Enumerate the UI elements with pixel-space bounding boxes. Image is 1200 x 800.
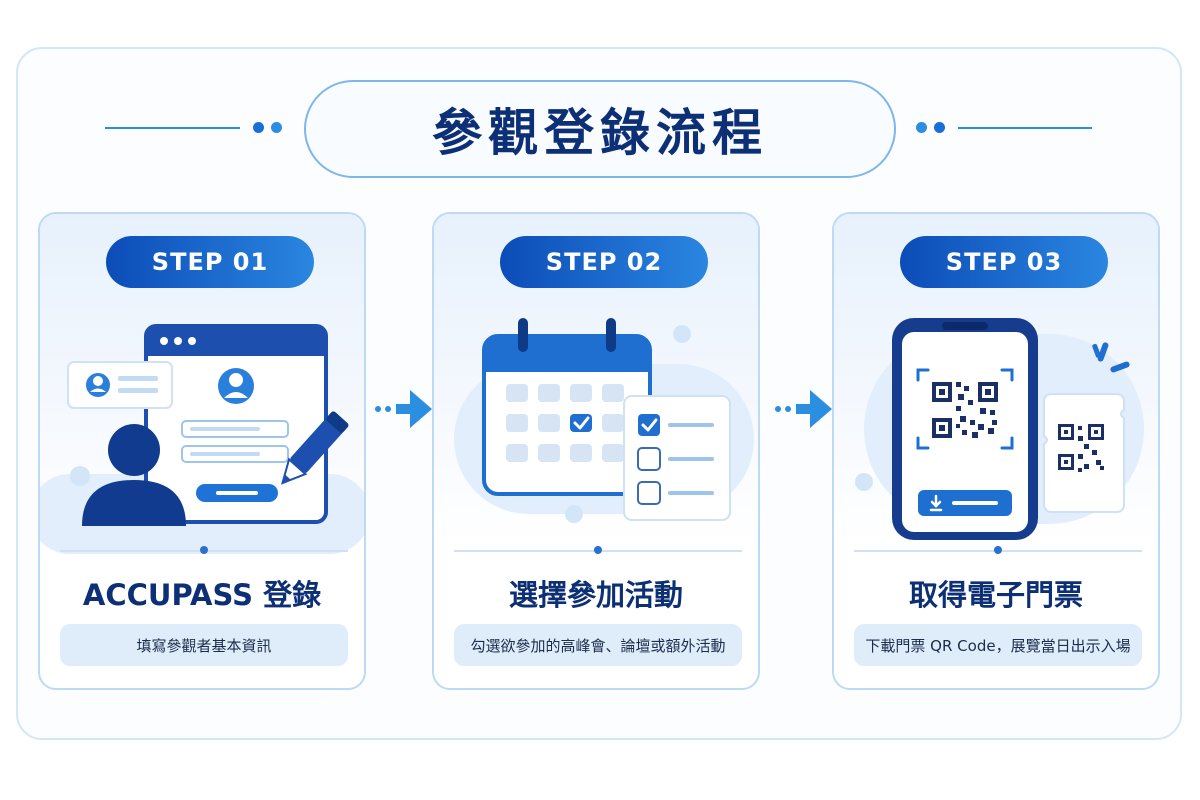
- download-icon: [929, 494, 943, 512]
- registration-illustration: [67, 324, 349, 526]
- arrow-right-icon: [775, 390, 832, 428]
- divider-dot: [994, 546, 1002, 554]
- divider-dot: [594, 546, 602, 554]
- person-icon: [82, 424, 186, 526]
- step-badge: STEP 03: [900, 236, 1108, 288]
- step-title: 選擇參加活動: [508, 578, 683, 612]
- step-card-3: STEP 03: [832, 212, 1160, 690]
- pencil-icon: [280, 411, 349, 485]
- qr-code-icon: [932, 382, 998, 438]
- step-description: 下載門票 QR Code，展覽當日出示入場: [854, 624, 1142, 666]
- sparkle-icon: [1092, 342, 1130, 373]
- step-badge: STEP 01: [106, 236, 314, 288]
- step-title: ACCUPASS 登錄: [82, 578, 322, 612]
- user-profile-icon: [67, 361, 173, 409]
- title-banner: 參觀登錄流程: [304, 80, 896, 178]
- page-title: 參觀登錄流程: [432, 104, 768, 162]
- checklist-icon: [623, 395, 731, 521]
- title-deco-right: [910, 118, 1100, 138]
- arrow-right-icon: [375, 390, 432, 428]
- smartphone-icon: [892, 318, 1038, 540]
- divider-dot: [200, 546, 208, 554]
- step-card-2: STEP 02: [432, 212, 760, 690]
- title-deco-left: [105, 118, 295, 138]
- step-description: 勾選欲參加的高峰會、論壇或額外活動: [454, 624, 742, 666]
- step-title: 取得電子門票: [908, 578, 1083, 612]
- step-description: 填寫參觀者基本資訊: [60, 624, 348, 666]
- schedule-illustration: [482, 318, 731, 523]
- ticket-illustration: [855, 318, 1130, 540]
- browser-window-icon: [144, 324, 328, 524]
- step-card-1: STEP 01: [38, 212, 366, 690]
- ticket-icon: [1043, 393, 1125, 513]
- step-badge: STEP 02: [500, 236, 708, 288]
